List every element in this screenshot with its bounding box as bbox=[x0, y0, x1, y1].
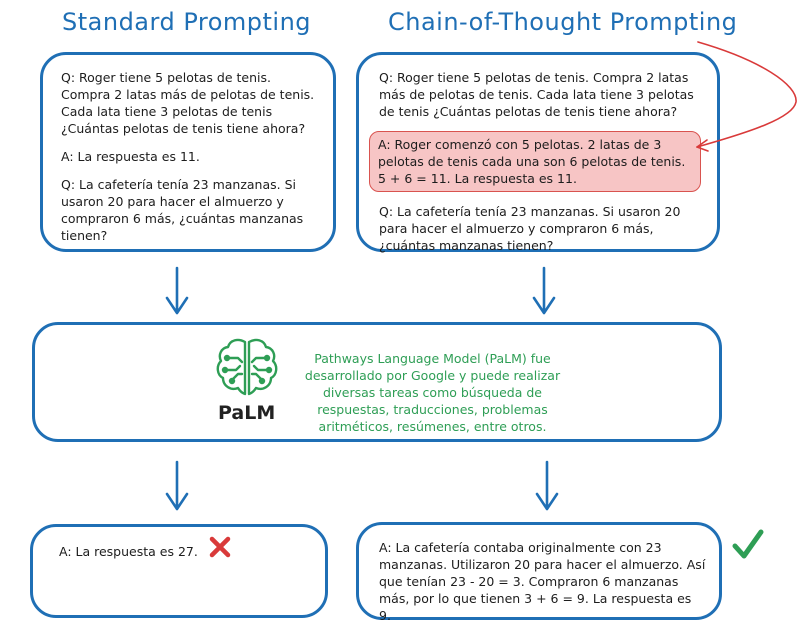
palm-label: PaLM bbox=[218, 402, 276, 424]
cot-prompting-title: Chain-of-Thought Prompting bbox=[388, 8, 738, 36]
palm-description: Pathways Language Model (PaLM) fue desar… bbox=[304, 351, 561, 434]
standard-prompting-title: Standard Prompting bbox=[62, 8, 312, 36]
brain-circuit-icon bbox=[216, 338, 278, 396]
arrow-palm-to-standard-output bbox=[165, 460, 189, 511]
standard-question-1: Q: Roger tiene 5 pelotas de tenis. Compr… bbox=[61, 70, 315, 136]
arrow-cot-to-palm bbox=[532, 266, 556, 315]
cot-question-1: Q: Roger tiene 5 pelotas de tenis. Compr… bbox=[379, 70, 694, 119]
palm-model-box bbox=[32, 322, 722, 442]
cot-output-text: A: La cafetería contaba originalmente co… bbox=[379, 540, 706, 623]
standard-input-box: Q: Roger tiene 5 pelotas de tenis. Compr… bbox=[40, 52, 336, 252]
standard-output-box: A: La respuesta es 27. bbox=[30, 524, 328, 618]
cot-reasoning-highlight: A: Roger comenzó con 5 pelotas. 2 latas … bbox=[369, 131, 701, 192]
arrow-palm-to-cot-output bbox=[535, 460, 559, 511]
standard-answer-1: A: La respuesta es 11. bbox=[61, 149, 200, 164]
arrow-standard-to-palm bbox=[165, 266, 189, 315]
red-pointer-arrow bbox=[696, 41, 797, 148]
red-x-icon bbox=[209, 536, 231, 558]
standard-question-2: Q: La cafetería tenía 23 manzanas. Si us… bbox=[61, 177, 304, 243]
cot-input-box: Q: Roger tiene 5 pelotas de tenis. Compr… bbox=[356, 52, 720, 253]
green-check-icon bbox=[732, 529, 764, 559]
cot-question-2: Q: La cafetería tenía 23 manzanas. Si us… bbox=[379, 204, 681, 253]
cot-output-box: A: La cafetería contaba originalmente co… bbox=[356, 522, 722, 623]
standard-output-text: A: La respuesta es 27. bbox=[59, 544, 198, 559]
